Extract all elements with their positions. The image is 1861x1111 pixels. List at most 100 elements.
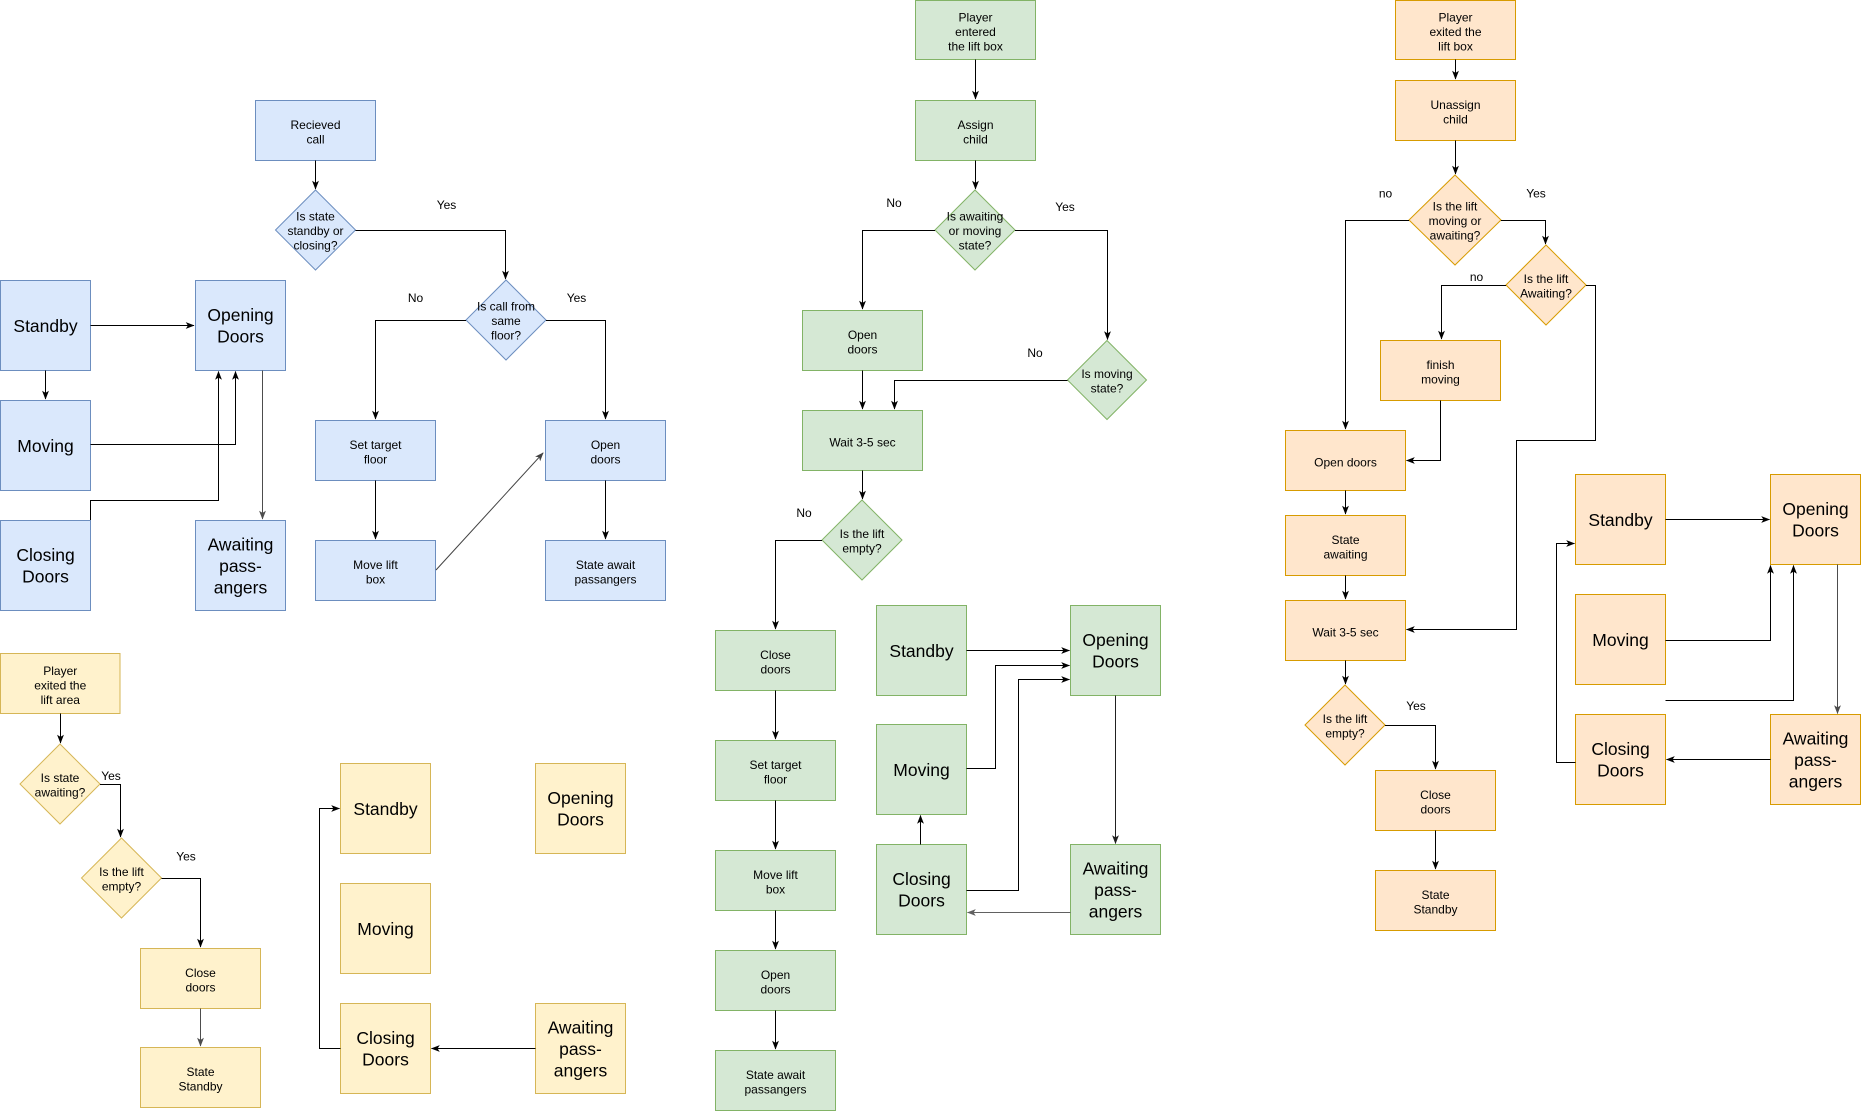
svg-text:Is awaiting: Is awaiting — [947, 210, 1004, 224]
svg-text:box: box — [766, 883, 785, 897]
svg-text:box: box — [366, 573, 385, 587]
svg-text:Awaiting: Awaiting — [1083, 858, 1149, 878]
svg-text:Is the lift: Is the lift — [1524, 272, 1569, 286]
svg-text:doors: doors — [185, 981, 215, 995]
svg-text:pass-: pass- — [1794, 750, 1837, 770]
svg-text:Opening: Opening — [207, 305, 273, 325]
svg-text:Is the lift: Is the lift — [840, 527, 885, 541]
svg-text:Open: Open — [761, 968, 790, 982]
svg-text:Moving: Moving — [893, 760, 949, 780]
svg-text:Moving: Moving — [1592, 630, 1648, 650]
svg-text:Assign: Assign — [957, 118, 993, 132]
svg-text:Awaiting: Awaiting — [1783, 728, 1849, 748]
svg-text:Yes: Yes — [437, 198, 457, 212]
svg-text:Standby: Standby — [1413, 903, 1457, 917]
svg-text:Yes: Yes — [1526, 187, 1546, 201]
svg-text:angers: angers — [214, 577, 268, 597]
svg-text:closing?: closing? — [293, 239, 337, 253]
svg-text:no: no — [1470, 270, 1484, 284]
svg-text:doors: doors — [847, 343, 877, 357]
svg-text:Unassign: Unassign — [1430, 98, 1480, 112]
svg-text:Is the lift: Is the lift — [1433, 200, 1478, 214]
svg-text:Moving: Moving — [17, 436, 73, 456]
svg-text:Standby: Standby — [13, 316, 77, 336]
svg-text:same: same — [491, 314, 521, 328]
svg-text:doors: doors — [590, 453, 620, 467]
svg-text:Yes: Yes — [567, 291, 587, 305]
svg-text:Recieved: Recieved — [290, 118, 340, 132]
svg-text:Doors: Doors — [217, 327, 264, 347]
svg-text:finish: finish — [1426, 358, 1454, 372]
svg-text:doors: doors — [760, 983, 790, 997]
svg-text:Is state: Is state — [41, 771, 80, 785]
svg-text:No: No — [886, 196, 902, 210]
svg-text:State await: State await — [746, 1068, 806, 1082]
svg-text:awaiting?: awaiting? — [1430, 229, 1481, 243]
svg-text:Close: Close — [185, 966, 216, 980]
svg-text:State await: State await — [576, 558, 636, 572]
svg-text:pass-: pass- — [1094, 880, 1137, 900]
svg-text:Moving: Moving — [357, 919, 413, 939]
svg-text:no: no — [1379, 187, 1393, 201]
svg-text:Awaiting: Awaiting — [208, 534, 274, 554]
svg-text:exited the: exited the — [34, 679, 86, 693]
svg-text:Awaiting?: Awaiting? — [1520, 286, 1572, 300]
svg-text:pass-: pass- — [559, 1039, 602, 1059]
svg-text:state?: state? — [959, 239, 992, 253]
svg-text:empty?: empty? — [842, 541, 882, 555]
svg-text:Doors: Doors — [1597, 761, 1644, 781]
svg-text:Is moving: Is moving — [1081, 367, 1132, 381]
svg-text:Opening: Opening — [1082, 630, 1148, 650]
svg-text:floor?: floor? — [491, 329, 521, 343]
svg-text:Closing: Closing — [1591, 739, 1649, 759]
svg-text:Yes: Yes — [101, 769, 121, 783]
svg-text:No: No — [1027, 346, 1043, 360]
svg-text:Player: Player — [958, 11, 992, 25]
svg-text:Yes: Yes — [1406, 699, 1426, 713]
svg-text:Opening: Opening — [547, 788, 613, 808]
svg-text:Doors: Doors — [898, 891, 945, 911]
svg-text:floor: floor — [364, 453, 387, 467]
svg-text:standby or: standby or — [287, 224, 343, 238]
svg-text:Doors: Doors — [22, 567, 69, 587]
svg-text:Close: Close — [1420, 788, 1451, 802]
svg-text:Move lift: Move lift — [353, 558, 398, 572]
svg-text:Wait 3-5 sec: Wait 3-5 sec — [829, 436, 895, 450]
svg-text:Doors: Doors — [557, 810, 604, 830]
svg-text:or moving: or moving — [949, 224, 1002, 238]
svg-text:Set target: Set target — [349, 438, 402, 452]
svg-text:the lift box: the lift box — [948, 40, 1003, 54]
svg-text:Is state: Is state — [296, 210, 335, 224]
svg-text:Closing: Closing — [356, 1028, 414, 1048]
svg-text:entered: entered — [955, 25, 996, 39]
svg-text:lift area: lift area — [41, 693, 81, 707]
svg-text:exited the: exited the — [1429, 25, 1481, 39]
svg-text:lift box: lift box — [1438, 40, 1473, 54]
svg-text:moving or: moving or — [1429, 214, 1482, 228]
svg-text:Standby: Standby — [353, 799, 417, 819]
svg-text:angers: angers — [1789, 771, 1843, 791]
svg-text:passangers: passangers — [574, 573, 636, 587]
svg-text:State: State — [186, 1065, 214, 1079]
svg-text:empty?: empty? — [102, 879, 142, 893]
svg-text:Player: Player — [1438, 11, 1472, 25]
svg-text:awaiting: awaiting — [1323, 548, 1367, 562]
svg-text:passangers: passangers — [744, 1083, 806, 1097]
svg-text:Move lift: Move lift — [753, 868, 798, 882]
svg-text:Is the lift: Is the lift — [1323, 712, 1368, 726]
svg-text:Standby: Standby — [889, 641, 953, 661]
svg-text:Set target: Set target — [749, 758, 802, 772]
svg-text:angers: angers — [554, 1060, 608, 1080]
svg-text:Yes: Yes — [1055, 200, 1075, 214]
svg-text:No: No — [408, 291, 424, 305]
svg-text:No: No — [796, 506, 812, 520]
svg-text:Closing: Closing — [892, 869, 950, 889]
svg-text:Closing: Closing — [16, 545, 74, 565]
svg-text:Open doors: Open doors — [1314, 456, 1377, 470]
svg-text:state?: state? — [1091, 381, 1124, 395]
svg-text:Yes: Yes — [176, 850, 196, 864]
svg-text:Doors: Doors — [1092, 652, 1139, 672]
svg-text:doors: doors — [760, 663, 790, 677]
svg-text:doors: doors — [1420, 803, 1450, 817]
svg-text:awaiting?: awaiting? — [35, 785, 86, 799]
